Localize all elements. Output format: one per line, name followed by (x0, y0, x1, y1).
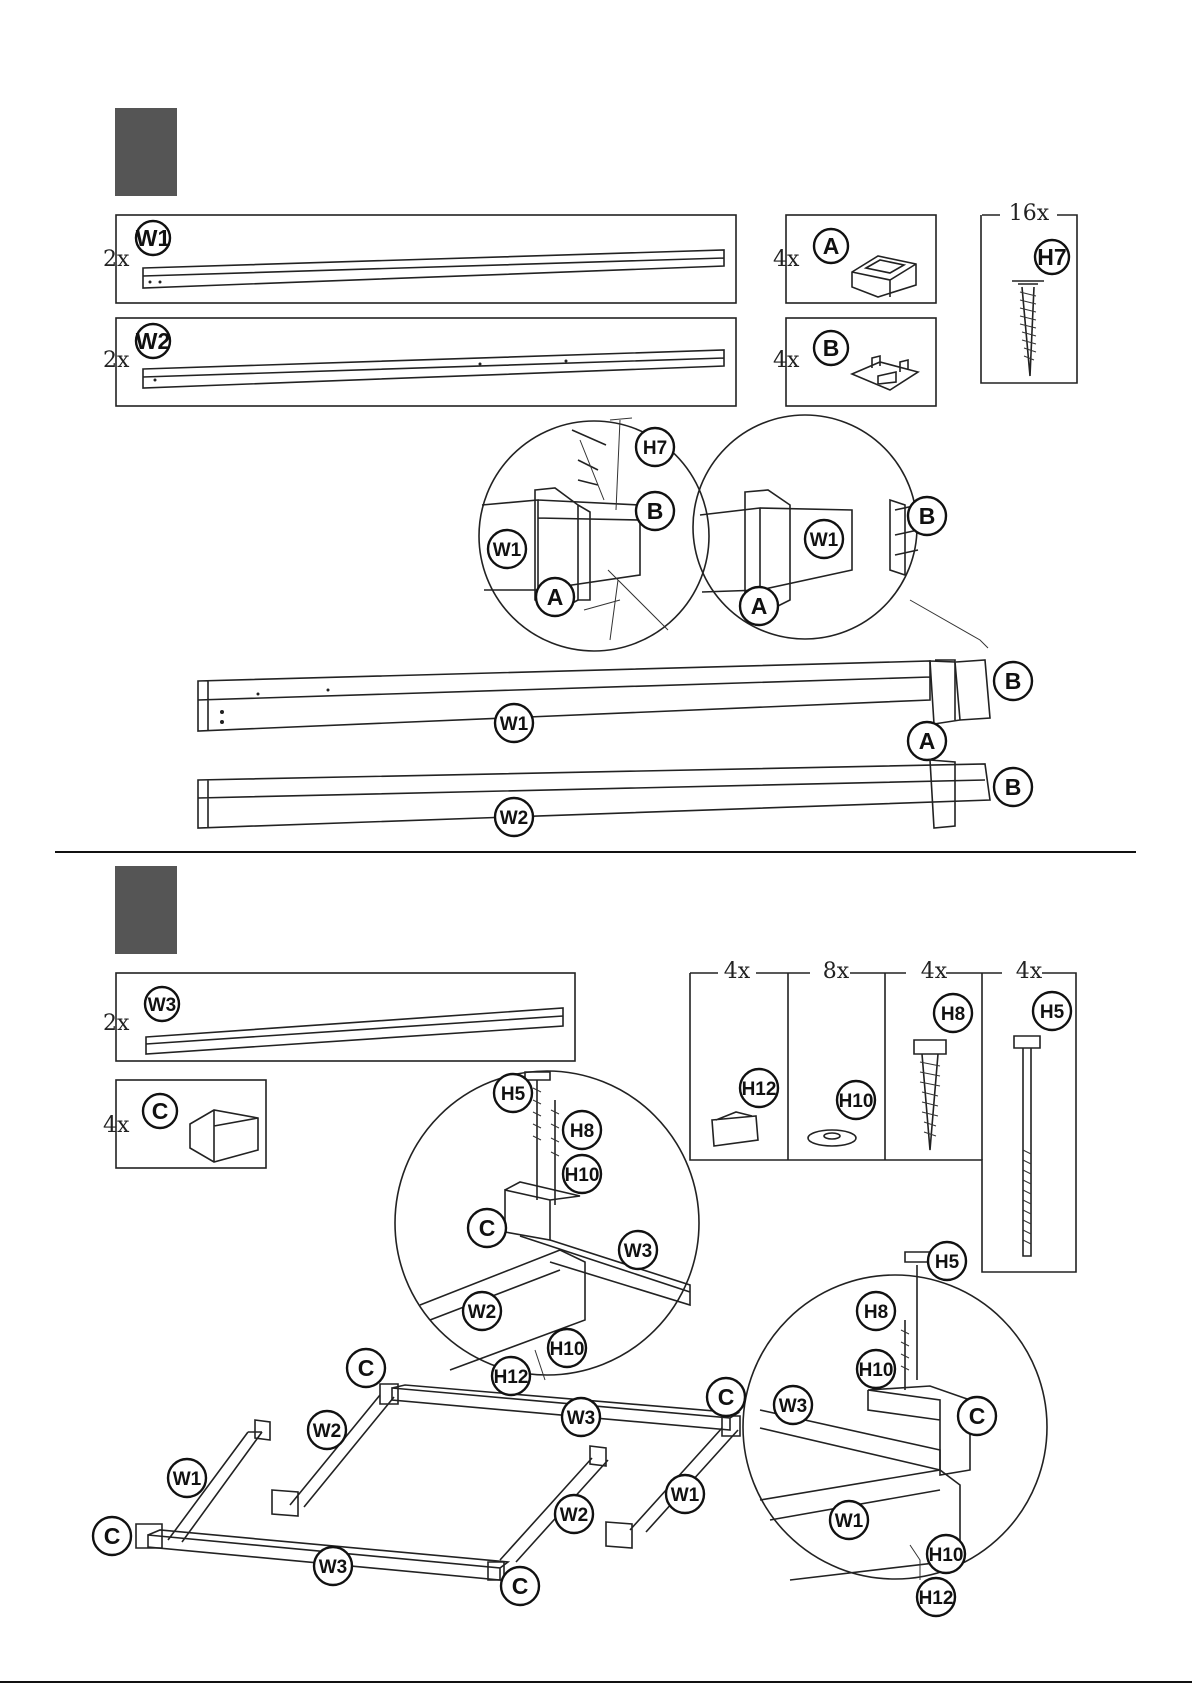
part-box-b: 4x B (773, 318, 936, 406)
callout-c-6: C (512, 1573, 529, 1599)
callout-c-3: C (358, 1355, 375, 1381)
step-1-marker (115, 108, 177, 196)
callout-w2-1: W2 (500, 808, 529, 829)
part-qty-a: 4x (773, 247, 800, 272)
part-code-h10: H10 (839, 1091, 874, 1112)
part-qty-w2: 2x (103, 348, 130, 373)
callout-c-4: C (718, 1384, 735, 1410)
callout-h10-1: H10 (565, 1165, 600, 1186)
part-qty-h7: 16x (1009, 201, 1050, 226)
callout-w1-3: W1 (671, 1485, 700, 1506)
part-box-h7: 16x H7 (981, 201, 1077, 383)
callout-a-2: A (751, 593, 768, 619)
part-box-c: 4x C (103, 1080, 266, 1168)
callout-w1-2: W1 (173, 1469, 202, 1490)
callout-w1-1: W1 (493, 540, 522, 561)
part-code-c: C (152, 1098, 169, 1124)
assembled-frame (136, 1384, 740, 1580)
part-box-w3: 2x W3 (103, 973, 575, 1061)
beam-w2-assembled: B W2 (198, 760, 1032, 836)
part-qty-h10: 8x (823, 959, 850, 984)
callout-w1-3: W1 (500, 714, 529, 735)
callout-w2-3: W2 (560, 1505, 589, 1526)
callout-h5-2: H5 (935, 1252, 960, 1273)
part-box-a: 4x A (773, 215, 936, 303)
callout-w2-1: W2 (468, 1302, 497, 1323)
detail-circle-frame-corner-a (395, 1071, 699, 1380)
callout-w1-1: W1 (835, 1511, 864, 1532)
callout-h7: H7 (643, 438, 667, 459)
part-qty-h5: 4x (1016, 959, 1043, 984)
part-code-a: A (823, 233, 840, 259)
part-code-w2: W2 (136, 328, 171, 354)
callout-c-5: C (104, 1523, 121, 1549)
beam-w1-assembled: B W1 A (198, 660, 1032, 760)
part-qty-c: 4x (103, 1113, 130, 1138)
hardware-box: 4x 8x 4x 4x H12 H10 H8 H5 (690, 959, 1076, 1272)
callout-b-1: B (647, 498, 664, 524)
part-qty-h12: 4x (724, 959, 751, 984)
callout-b-4: B (1005, 774, 1022, 800)
part-qty-w3: 2x (103, 1011, 130, 1036)
callout-a-1: A (547, 584, 564, 610)
part-code-h5: H5 (1040, 1002, 1065, 1023)
callout-b-3: B (1005, 668, 1022, 694)
callout-c-2: C (969, 1403, 986, 1429)
part-qty-h8: 4x (921, 959, 948, 984)
part-qty-b: 4x (773, 348, 800, 373)
callout-h5-1: H5 (501, 1084, 526, 1105)
callout-h10-4: H10 (929, 1545, 964, 1566)
part-box-w1: 2x W1 (103, 215, 736, 303)
callout-h12-2: H12 (919, 1588, 954, 1609)
step-2-marker (115, 866, 177, 954)
part-code-w3: W3 (148, 995, 177, 1016)
callout-w3-3: W3 (567, 1408, 596, 1429)
callout-w3-4: W3 (319, 1557, 348, 1578)
part-box-w2: 2x W2 (103, 318, 736, 406)
part-code-w1: W1 (136, 225, 171, 251)
callout-c-1: C (479, 1215, 496, 1241)
callout-h8-2: H8 (864, 1302, 888, 1323)
callout-w2-2: W2 (313, 1421, 342, 1442)
callout-h8-1: H8 (570, 1121, 594, 1142)
callout-h10-3: H10 (859, 1360, 894, 1381)
part-code-h12: H12 (742, 1079, 777, 1100)
callout-h12-1: H12 (494, 1367, 529, 1388)
callout-h10-2: H10 (550, 1339, 585, 1360)
part-code-h7: H7 (1037, 244, 1066, 270)
callout-a-3: A (919, 728, 936, 754)
callout-w1-2: W1 (810, 530, 839, 551)
part-code-h8: H8 (941, 1004, 965, 1025)
callout-w3-1: W3 (624, 1241, 653, 1262)
part-code-b: B (823, 335, 840, 361)
callout-w3-2: W3 (779, 1396, 808, 1417)
part-qty-w1: 2x (103, 247, 130, 272)
callout-b-2: B (919, 503, 936, 529)
